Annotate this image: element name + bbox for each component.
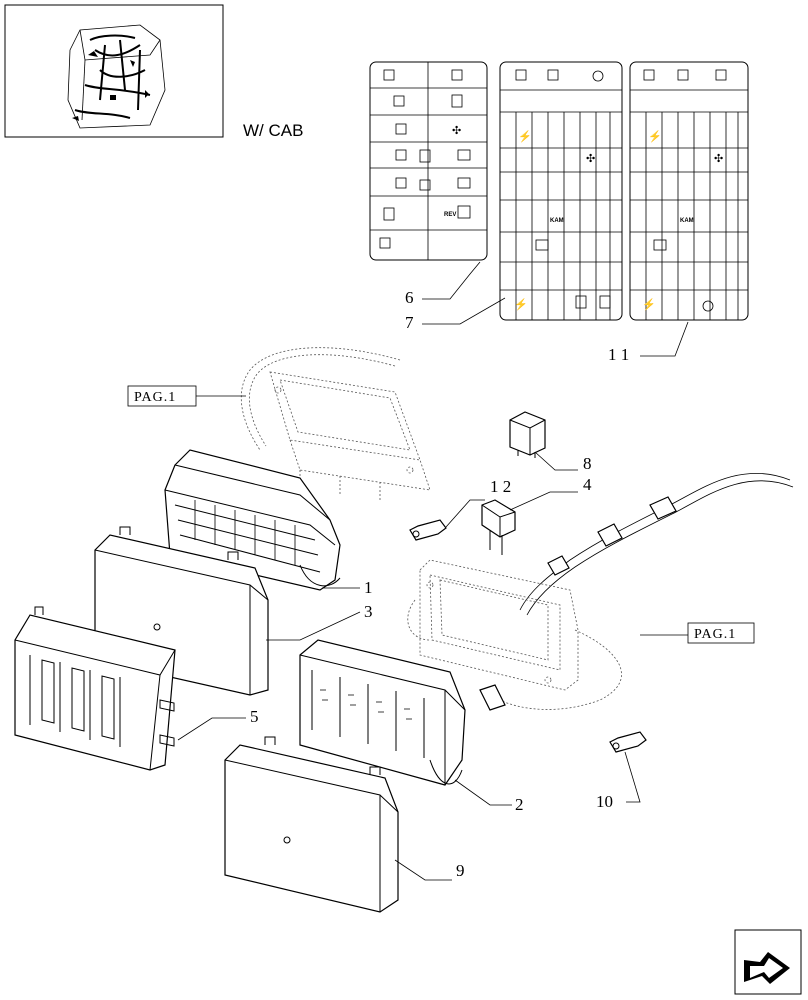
cover-9: [224, 736, 399, 913]
callout-7: 7: [405, 313, 414, 332]
next-page-arrow-icon[interactable]: [734, 929, 802, 995]
callout-4: 4: [583, 475, 592, 494]
fuse-holder-1: [164, 449, 341, 591]
pag-ref-lower: PAG.1: [694, 627, 736, 642]
rev-label: REV: [444, 212, 456, 218]
callout-6: 6: [405, 288, 414, 307]
leader-7: [422, 297, 506, 325]
fuse-holder-2: [299, 639, 466, 786]
leader-6: [422, 261, 481, 300]
svg-text:⚡: ⚡: [642, 298, 656, 311]
callout-12: 1 2: [490, 477, 511, 496]
svg-text:⚡: ⚡: [648, 130, 662, 143]
cab-thumbnail: [4, 4, 224, 138]
ref-bracket-lower: [407, 559, 622, 711]
pag-ref-upper: PAG.1: [134, 390, 176, 405]
leader-11: [640, 321, 689, 357]
svg-text:✣: ✣: [714, 153, 723, 165]
terminal-12: [409, 519, 447, 541]
svg-text:✣: ✣: [452, 125, 461, 137]
cab-harness-illustration: [67, 24, 166, 129]
callout-10: 10: [596, 792, 613, 811]
svg-text:⚡: ⚡: [514, 298, 528, 311]
fuse-label-card-11: ⚡ ✣ KAM ⚡: [629, 61, 749, 321]
harness-cable: [519, 472, 794, 616]
callout-3: 3: [364, 602, 373, 621]
relay-8: [509, 411, 546, 458]
callout-5: 5: [250, 707, 259, 726]
kam-label-1: KAM: [550, 218, 564, 224]
fuse-label-card-6: ✣ REV: [369, 61, 488, 261]
callout-1: 1: [364, 578, 373, 597]
kam-label-2: KAM: [680, 218, 694, 224]
callout-2: 2: [515, 795, 524, 814]
terminal-10: [609, 731, 647, 753]
blade-fuse-4: [481, 499, 516, 555]
svg-text:✣: ✣: [586, 153, 595, 165]
fuse-label-card-7: ⚡ ✣ KAM ⚡: [499, 61, 623, 321]
mounting-frame-5: [14, 606, 176, 771]
pag-ref-box-lower: [687, 622, 755, 644]
callout-11: 1 1: [608, 345, 629, 364]
variant-heading: W/ CAB: [243, 121, 303, 140]
svg-text:⚡: ⚡: [518, 130, 532, 143]
callout-9: 9: [456, 861, 465, 880]
callout-8: 8: [583, 454, 592, 473]
